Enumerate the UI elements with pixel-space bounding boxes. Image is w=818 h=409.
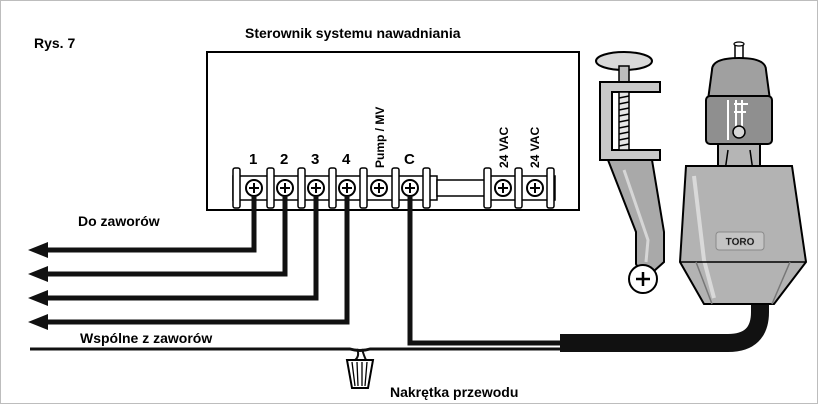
- terminal-label-4: 4: [342, 151, 351, 168]
- arrow-left-icon: [28, 290, 48, 306]
- station-4-wire: [44, 196, 350, 325]
- terminal-screw-pump-mv: [370, 179, 388, 197]
- terminal-label-3: 3: [311, 151, 319, 168]
- terminal-screw-3: [307, 179, 325, 197]
- station-3-wire: [44, 196, 319, 301]
- terminal-label-24vac-1: 24 VAC: [497, 127, 511, 168]
- terminal-screw-1: [245, 179, 263, 197]
- wire-nut-label: Nakrętka przewodu: [390, 384, 518, 400]
- station-2-wire: [44, 196, 288, 277]
- terminal-screw-24vac-1: [494, 179, 512, 197]
- terminal-label-24vac-2: 24 VAC: [528, 127, 542, 168]
- common-from-valves-label: Wspólne z zaworów: [80, 330, 212, 346]
- diagram-title: Sterownik systemu nawadniania: [245, 25, 461, 41]
- to-valves-label: Do zaworów: [78, 213, 160, 229]
- arrow-left-icon: [28, 242, 48, 258]
- brand-plate: [715, 231, 765, 251]
- terminal-screw-24vac-2: [526, 179, 544, 197]
- wire-nut-icon: [345, 348, 375, 389]
- rain-sensor-icon: TORO: [678, 41, 808, 305]
- terminal-label-2: 2: [280, 151, 288, 168]
- terminal-screw-common: [401, 179, 419, 197]
- terminal-screw-4: [338, 179, 356, 197]
- mounting-clamp-icon: [595, 51, 665, 294]
- arrow-left-icon: [28, 314, 48, 330]
- station-1-wire: [44, 196, 257, 253]
- terminal-label-1: 1: [249, 151, 257, 168]
- common-wire: [30, 347, 568, 352]
- arrow-left-icon: [28, 266, 48, 282]
- terminal-label-common: C: [404, 151, 415, 168]
- brand-logo-text: TORO: [726, 237, 755, 248]
- common-terminal-wire: [407, 196, 560, 346]
- figure-label: Rys. 7: [34, 35, 75, 51]
- terminal-label-pump-mv: Pump / MV: [373, 107, 387, 168]
- terminal-screw-2: [276, 179, 294, 197]
- sensor-cable: [560, 298, 769, 352]
